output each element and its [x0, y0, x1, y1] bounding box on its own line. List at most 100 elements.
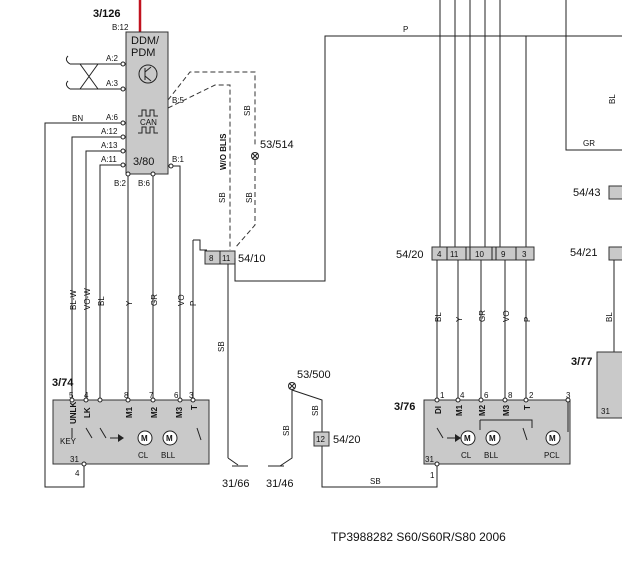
- wire-vo-w: VO-W: [83, 288, 92, 310]
- m374-pin-labels: UNLK LK M1 M2 M3 T: [69, 402, 199, 424]
- ddm-ref2: 3/80: [133, 156, 154, 168]
- m374-pin-3: 7: [149, 391, 154, 400]
- m374-label-2: M1: [125, 406, 134, 418]
- wire-bl-3: BL: [608, 94, 617, 104]
- pin-b2: B:2: [114, 179, 127, 188]
- pin-a12: A:12: [101, 127, 118, 136]
- m376-pin-4: 2: [529, 391, 534, 400]
- connector-5410-label: 54/10: [238, 253, 266, 265]
- m374-pin-0: 5: [69, 391, 74, 400]
- m374-31: 31: [70, 455, 79, 464]
- m377-31: 31: [601, 407, 610, 416]
- footer-code: TP3988282 S60/S60R/S80 2006: [331, 530, 506, 544]
- m374-pin-4: 6: [174, 391, 179, 400]
- can-waveform-icon: [138, 109, 158, 117]
- connector-5443-label: 54/43: [573, 187, 601, 199]
- module-374: [52, 399, 210, 465]
- motor-cl-376-icon: [460, 430, 476, 446]
- pin-a3: A:3: [106, 79, 119, 88]
- m376-label-3: M3: [502, 404, 511, 416]
- connector-5420-pins: 4 11 10 9 3: [437, 247, 527, 260]
- connector-5443: [608, 185, 622, 200]
- m374-pin-5: 3: [189, 391, 194, 400]
- m376-pin-5: 3: [566, 391, 571, 400]
- pin-b5: B:5: [172, 96, 185, 105]
- m374-ref: 3/74: [52, 377, 74, 389]
- connector-5421: [608, 246, 622, 261]
- transistor-icon: [138, 64, 158, 84]
- wire-wo-blis: W/O BLIS: [219, 133, 228, 170]
- m376-pin-2: 6: [484, 391, 489, 400]
- m377-ref: 3/77: [571, 356, 592, 368]
- connector-5420-pin-3: 9: [501, 250, 506, 259]
- connector-5420-pin-0: 4: [437, 250, 442, 259]
- m374-label-0: UNLK: [69, 402, 78, 424]
- wire-p-top: P: [403, 25, 408, 34]
- connector-5420-pin-4: 3: [522, 250, 527, 259]
- m374-label-5: T: [190, 405, 199, 410]
- connector-5420-label: 54/20: [396, 249, 424, 261]
- wire-sb-dash3: SB: [245, 192, 254, 203]
- ddm-ref: 3/126: [93, 8, 121, 20]
- connector-5421-label: 54/21: [570, 247, 598, 259]
- m376-1: 1: [430, 471, 435, 480]
- m374-label-4: M3: [175, 406, 184, 418]
- connector-5420-pin-1: 11: [450, 250, 459, 259]
- ground-3146: 31/46: [266, 478, 294, 490]
- connector-5420-pin-2: 10: [475, 250, 484, 259]
- wire-bl-2: BL: [434, 312, 443, 322]
- pin-a13: A:13: [101, 141, 118, 150]
- m374-pin-2: 8: [124, 391, 129, 400]
- m374-label-1: LK: [83, 407, 92, 418]
- m374-bll: BLL: [161, 451, 176, 460]
- m376-pin-numbers: 1 4 6 8 2 3: [440, 391, 571, 400]
- connector-5420: [431, 246, 535, 261]
- wire-vo-1: VO: [177, 294, 186, 306]
- m376-label-4: T: [523, 405, 532, 410]
- pin-a11: A:11: [101, 155, 117, 164]
- wire-sb-dash1: SB: [243, 105, 252, 116]
- ddm-module: [125, 31, 169, 175]
- m376-ref: 3/76: [394, 401, 415, 413]
- wire-sb-5: SB: [370, 477, 381, 486]
- m376-pin-labels: DI M1 M2 M3 T: [434, 404, 532, 416]
- ddm-name2: PDM: [131, 47, 155, 59]
- ddm-name1: DDM/: [131, 35, 160, 47]
- motor-pcl-icon: [545, 430, 561, 446]
- m376-pcl: PCL: [544, 451, 560, 460]
- wire-bl-1: BL: [97, 296, 106, 306]
- pin-a2: A:2: [106, 54, 119, 63]
- m376-31: 31: [425, 455, 434, 464]
- pin-b1: B:1: [172, 155, 185, 164]
- wire-sb-dash2: SB: [218, 192, 227, 203]
- wire-sb-2: SB: [217, 341, 226, 352]
- connector-5410-p2: 11: [222, 254, 231, 263]
- m374-pin-1: 4: [84, 391, 89, 400]
- connector-5420b-pin: 12: [316, 435, 325, 444]
- wire-gr-1: GR: [150, 294, 159, 306]
- svg-text:M: M: [166, 434, 173, 443]
- svg-text:M: M: [549, 434, 556, 443]
- m374-pin-numbers: 5 4 8 7 6 3: [69, 391, 194, 400]
- wire-sb-4: SB: [282, 425, 291, 436]
- m374-cl: CL: [138, 451, 149, 460]
- pin-b6: B:6: [138, 179, 151, 188]
- svg-text:M: M: [464, 434, 471, 443]
- m376-label-1: M1: [455, 404, 464, 416]
- pin-a6: A:6: [106, 113, 119, 122]
- m376-pin-1: 4: [460, 391, 465, 400]
- connector-5410-p1: 8: [209, 254, 214, 263]
- m376-label-2: M2: [478, 404, 487, 416]
- m376-label-0: DI: [434, 406, 443, 414]
- wire-y-2: Y: [455, 316, 464, 322]
- motor-bll-374-icon: [162, 430, 178, 446]
- wire-bl-w: BL-W: [69, 290, 78, 310]
- connector-5420b-label: 54/20: [333, 434, 361, 446]
- pin-b12: B:12: [112, 23, 129, 32]
- m374-4: 4: [75, 469, 80, 478]
- m376-cl: CL: [461, 451, 472, 460]
- motor-bll-376-icon: [485, 430, 501, 446]
- motor-cl-374-icon: [137, 430, 153, 446]
- m374-label-3: M2: [150, 406, 159, 418]
